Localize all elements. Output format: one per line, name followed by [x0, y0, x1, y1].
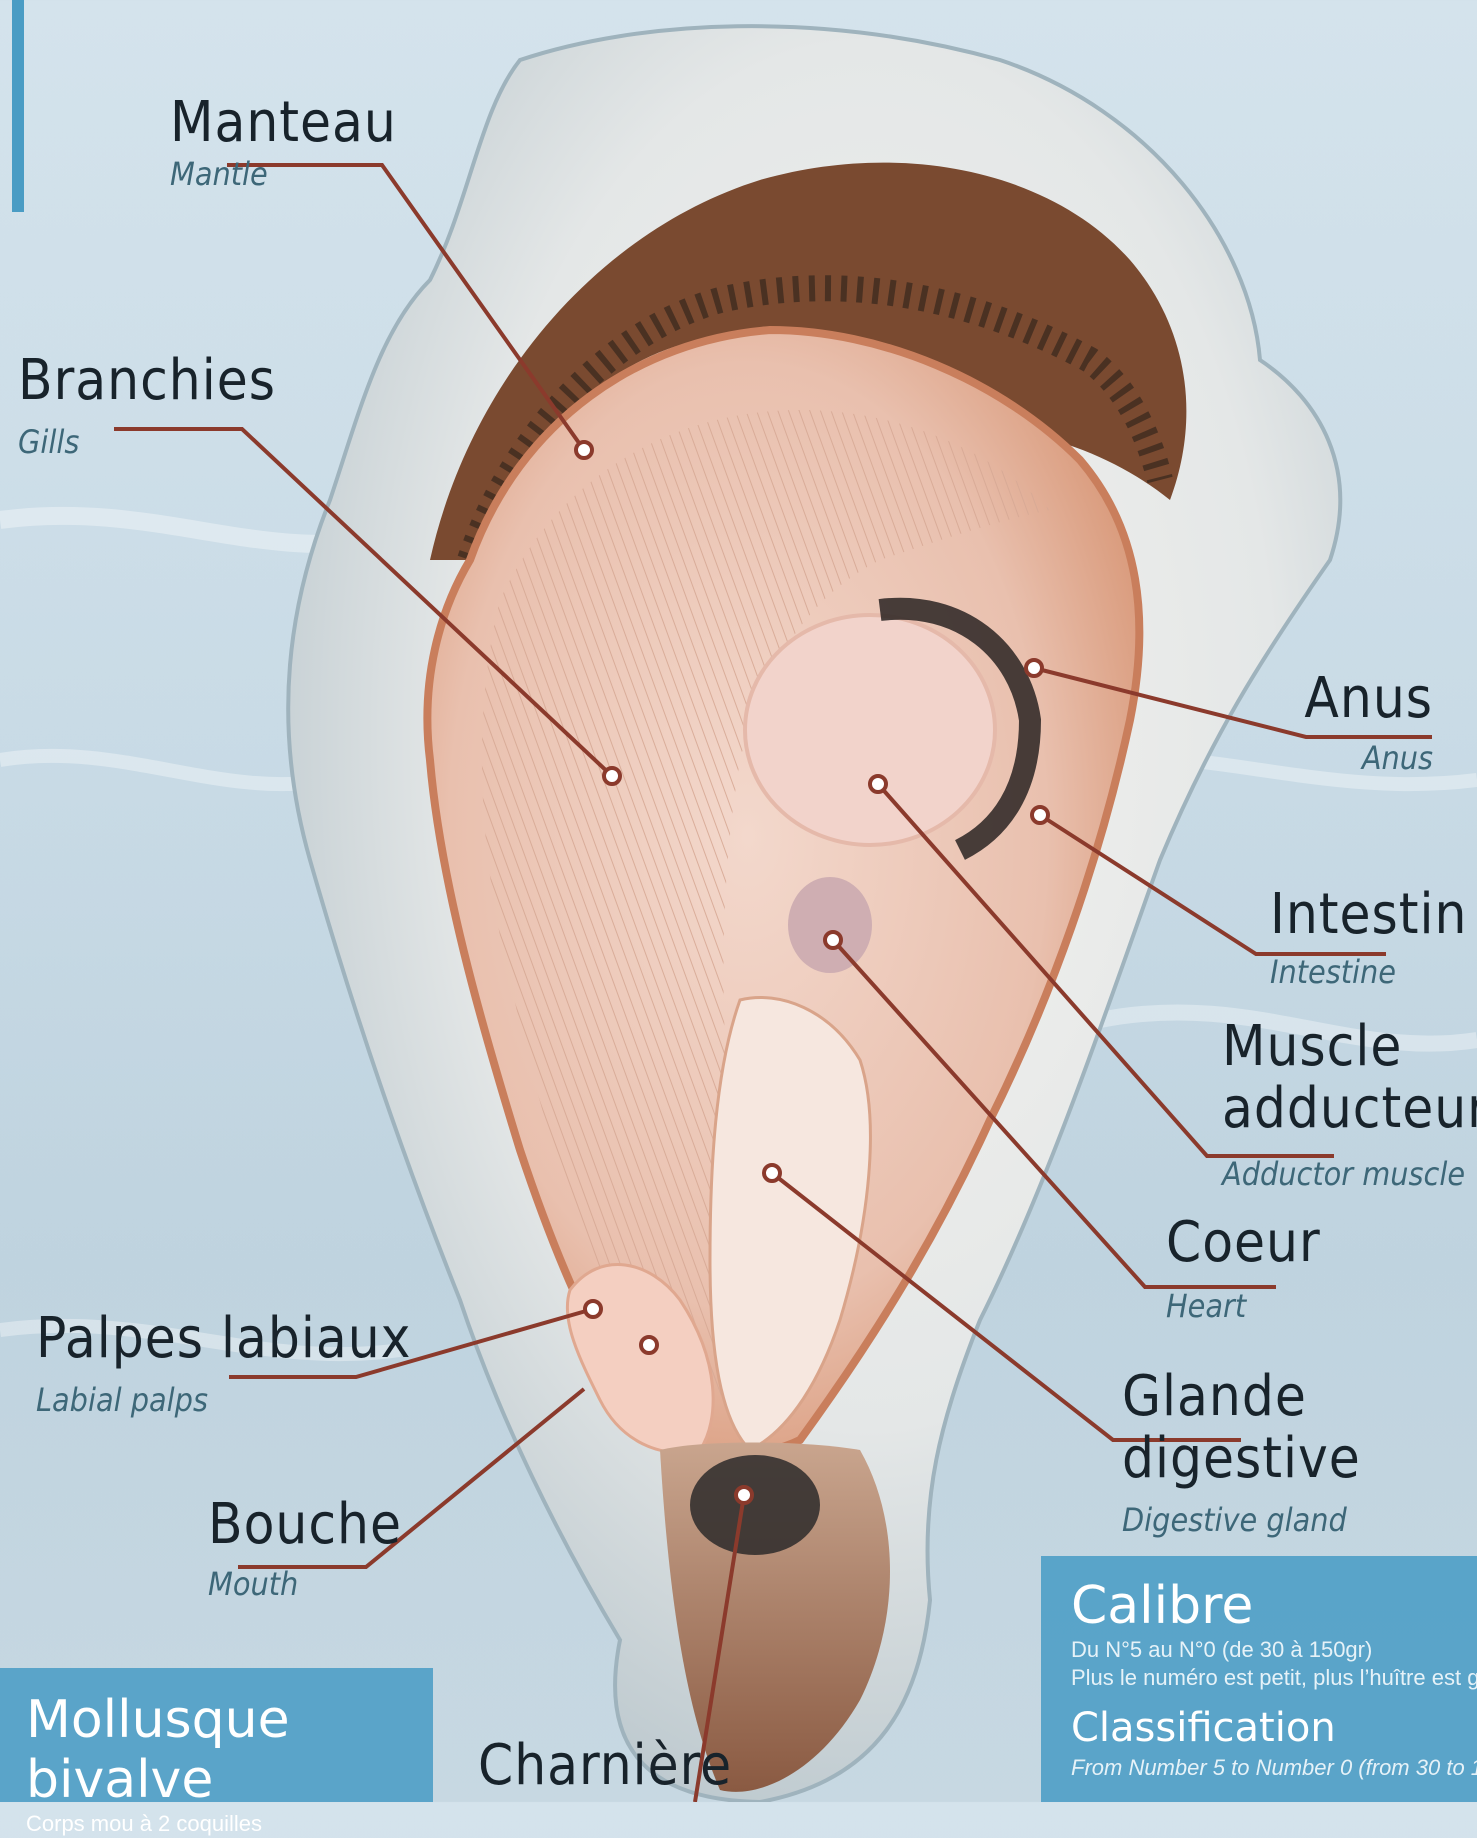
- label-adductor-fr1: Muscle: [1222, 1016, 1477, 1078]
- label-mouth-fr: Bouche: [208, 1494, 402, 1556]
- classification-title: Classification: [1071, 1702, 1477, 1754]
- label-hinge: Charnière: [478, 1735, 732, 1797]
- calibre-line1: Du N°5 au N°0 (de 30 à 150gr): [1071, 1636, 1477, 1664]
- label-palps-en: Labial palps: [36, 1380, 411, 1420]
- label-palps-fr: Palpes labiaux: [36, 1308, 411, 1370]
- label-digestive-gland: Glande digestive Digestive gland: [1122, 1366, 1477, 1540]
- bivalve-title: Mollusque bivalve: [26, 1690, 433, 1810]
- label-mantle-fr: Manteau: [170, 92, 397, 154]
- label-adductor-fr2: adducteur: [1222, 1078, 1477, 1140]
- label-adductor-en: Adductor muscle: [1222, 1154, 1477, 1194]
- label-intestine-fr: Intestin: [1270, 884, 1467, 946]
- calibre-line2: Plus le numéro est petit, plus l’huître …: [1071, 1664, 1477, 1692]
- calibre-info-box: Calibre Du N°5 au N°0 (de 30 à 150gr) Pl…: [1041, 1556, 1477, 1802]
- label-anus: Anus Anus: [1304, 668, 1433, 778]
- adductor-muscle: [745, 615, 995, 845]
- label-digestive-fr: Glande digestive: [1122, 1366, 1477, 1490]
- label-adductor: Muscle adducteur Adductor muscle: [1222, 1016, 1477, 1194]
- bivalve-text: Corps mou à 2 coquilles: [26, 1810, 433, 1838]
- label-mouth-en: Mouth: [208, 1564, 402, 1604]
- label-heart: Coeur Heart: [1166, 1212, 1321, 1326]
- label-intestine: Intestin Intestine: [1270, 884, 1467, 992]
- label-labial-palps: Palpes labiaux Labial palps: [36, 1308, 411, 1420]
- label-anus-en: Anus: [1304, 738, 1433, 778]
- label-gills-en: Gills: [18, 422, 276, 462]
- label-hinge-fr: Charnière: [478, 1735, 732, 1797]
- label-digestive-en: Digestive gland: [1122, 1500, 1477, 1540]
- label-mantle-en: Mantle: [170, 154, 397, 194]
- label-mouth: Bouche Mouth: [208, 1494, 402, 1604]
- label-gills-fr: Branchies: [18, 350, 276, 412]
- label-heart-en: Heart: [1166, 1286, 1321, 1326]
- label-mantle: Manteau Mantle: [170, 92, 397, 194]
- label-gills: Branchies Gills: [18, 350, 276, 462]
- label-heart-fr: Coeur: [1166, 1212, 1321, 1274]
- label-anus-fr: Anus: [1304, 668, 1433, 730]
- calibre-title: Calibre: [1071, 1576, 1477, 1636]
- calibre-en-line: From Number 5 to Number 0 (from 30 to 15…: [1071, 1754, 1477, 1782]
- label-intestine-en: Intestine: [1270, 952, 1467, 992]
- heart: [788, 877, 872, 973]
- bivalve-info-box: Mollusque bivalve Corps mou à 2 coquille…: [0, 1668, 433, 1802]
